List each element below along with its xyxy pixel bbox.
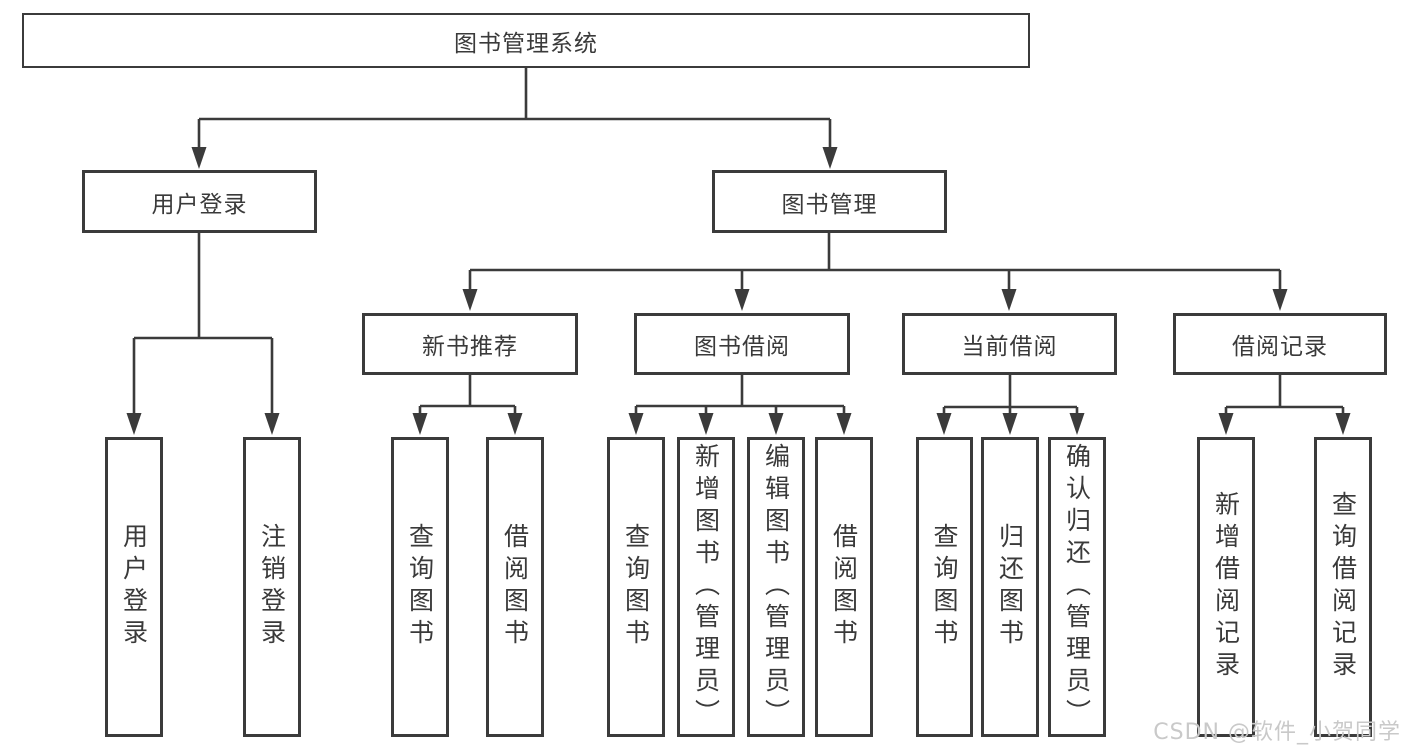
node-book-borrow-label: 图书借阅 bbox=[694, 334, 790, 360]
leaf-query-borrow-record: 查询借阅记录 bbox=[1314, 437, 1372, 737]
leaf-query-books-borrow: 查询图书 bbox=[607, 437, 665, 737]
leaf-confirm-return-admin-label: 确认归还（管理员） bbox=[1062, 443, 1092, 731]
node-new-book-recommend-label: 新书推荐 bbox=[422, 334, 518, 360]
leaf-borrow-books-recommend-label: 借阅图书 bbox=[500, 523, 530, 651]
leaf-confirm-return-admin: 确认归还（管理员） bbox=[1048, 437, 1106, 737]
node-borrow-records-label: 借阅记录 bbox=[1232, 334, 1328, 360]
leaf-add-borrow-record-label: 新增借阅记录 bbox=[1211, 491, 1241, 683]
node-user-login: 用户登录 bbox=[82, 170, 317, 233]
leaf-add-borrow-record: 新增借阅记录 bbox=[1197, 437, 1255, 737]
leaf-query-books-borrow-label: 查询图书 bbox=[621, 523, 651, 651]
leaf-borrow-books: 借阅图书 bbox=[815, 437, 873, 737]
node-borrow-records: 借阅记录 bbox=[1173, 313, 1387, 375]
leaf-edit-book-admin-label: 编辑图书（管理员） bbox=[761, 443, 791, 731]
leaf-user-login: 用户登录 bbox=[105, 437, 163, 737]
leaf-query-borrow-record-label: 查询借阅记录 bbox=[1328, 491, 1358, 683]
node-book-management-label: 图书管理 bbox=[781, 191, 878, 218]
leaf-borrow-books-label: 借阅图书 bbox=[829, 523, 859, 651]
leaf-return-book: 归还图书 bbox=[981, 437, 1039, 737]
node-library-system-label: 图书管理系统 bbox=[454, 30, 598, 57]
node-book-management: 图书管理 bbox=[712, 170, 947, 233]
leaf-user-login-label: 用户登录 bbox=[119, 523, 149, 651]
leaf-query-books-recommend: 查询图书 bbox=[391, 437, 449, 737]
node-library-system: 图书管理系统 bbox=[22, 13, 1030, 68]
node-new-book-recommend: 新书推荐 bbox=[362, 313, 578, 375]
leaf-add-book-admin-label: 新增图书（管理员） bbox=[691, 443, 721, 731]
node-book-borrow: 图书借阅 bbox=[634, 313, 850, 375]
leaf-logout-label: 注销登录 bbox=[257, 523, 287, 651]
leaf-query-books-recommend-label: 查询图书 bbox=[405, 523, 435, 651]
leaf-query-books-current: 查询图书 bbox=[916, 437, 973, 737]
node-current-borrow-label: 当前借阅 bbox=[961, 334, 1058, 360]
node-user-login-label: 用户登录 bbox=[151, 191, 248, 218]
leaf-logout: 注销登录 bbox=[243, 437, 301, 737]
watermark: CSDN @软件_小贺同学 bbox=[1153, 720, 1401, 745]
leaf-add-book-admin: 新增图书（管理员） bbox=[677, 437, 735, 737]
node-current-borrow: 当前借阅 bbox=[902, 313, 1117, 375]
leaf-borrow-books-recommend: 借阅图书 bbox=[486, 437, 544, 737]
leaf-edit-book-admin: 编辑图书（管理员） bbox=[747, 437, 805, 737]
leaf-return-book-label: 归还图书 bbox=[995, 523, 1025, 651]
leaf-query-books-current-label: 查询图书 bbox=[930, 523, 959, 651]
